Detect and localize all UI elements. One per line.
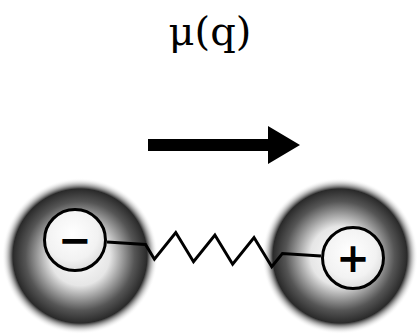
charge-sign: +: [336, 238, 370, 278]
charge-cloud: [2, 178, 158, 334]
spring: [107, 232, 321, 266]
diagram-title: μ(q): [0, 8, 420, 54]
dipole-arrow: [148, 126, 300, 164]
charge-sign: −: [58, 220, 92, 260]
charge-cloud: [262, 178, 418, 334]
charge-circle: −: [43, 208, 107, 272]
charge-circle: +: [321, 226, 385, 290]
